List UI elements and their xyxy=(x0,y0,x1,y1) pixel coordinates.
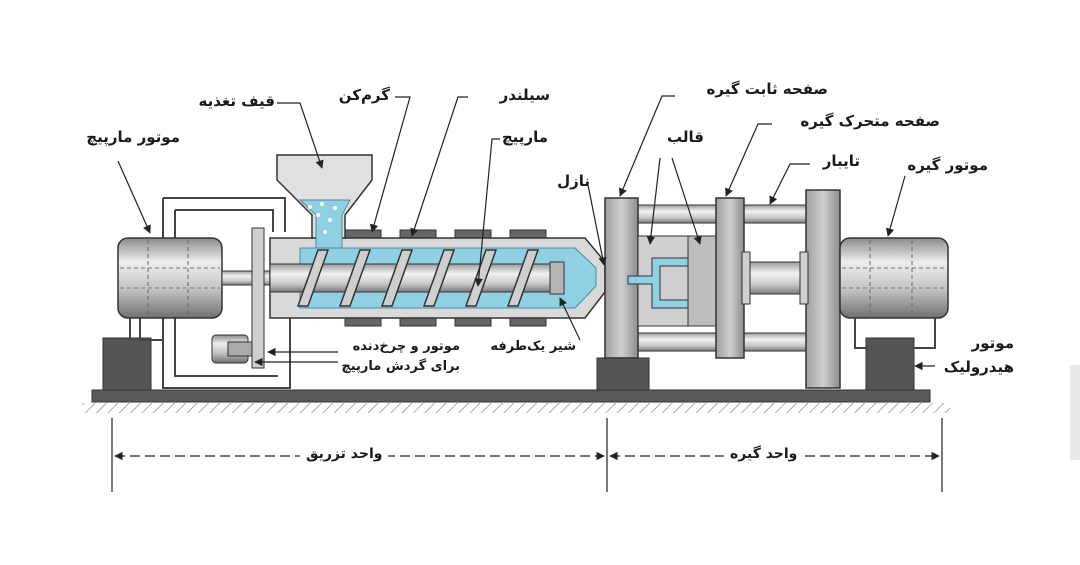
label-gear-motor-2: برای گردش مارپیچ xyxy=(341,359,460,374)
machine-base xyxy=(91,389,931,403)
label-moving-platen: صفحه متحرک گیره xyxy=(800,112,940,130)
label-screw: مارپیچ xyxy=(501,128,548,146)
label-cylinder: سیلندر xyxy=(499,86,550,104)
scrollbar[interactable] xyxy=(1070,365,1080,460)
mold-cavity xyxy=(627,257,689,309)
moving-platen xyxy=(715,197,745,359)
gear-wheel xyxy=(251,227,265,369)
label-clamping-unit: واحد گیره xyxy=(724,446,804,462)
label-gear-motor-1: موتور و چرخ‌دنده xyxy=(352,339,460,354)
label-heater: گرم‌کن xyxy=(338,86,390,104)
label-screw-motor: موتور مارپیچ xyxy=(86,128,180,146)
label-hopper: قیف تغذیه xyxy=(198,92,275,110)
platen-foot xyxy=(596,357,650,391)
label-injection-unit: واحد تزریق xyxy=(300,446,389,462)
left-support-block xyxy=(102,337,152,391)
label-tie-bar: تایبار xyxy=(822,152,860,170)
label-nozzle: نازل xyxy=(557,172,590,190)
clamp-ram xyxy=(743,261,807,295)
dimension-lines xyxy=(111,418,943,492)
label-mold: قالب xyxy=(667,128,704,146)
label-clamp-motor: موتور گیره xyxy=(907,156,988,174)
label-fixed-platen: صفحه ثابت گیره xyxy=(706,80,828,98)
leader-lines xyxy=(117,95,935,371)
ground-hatch xyxy=(82,403,950,413)
hydraulic-motor-block xyxy=(865,337,915,391)
clamp-motor xyxy=(839,237,949,319)
screw-motor xyxy=(117,237,223,319)
hopper xyxy=(276,154,373,239)
heater-band xyxy=(344,229,382,239)
label-check-valve: شیر یک‌طرفه xyxy=(490,339,576,354)
check-valve xyxy=(549,261,565,295)
mold-moving-half xyxy=(687,235,717,327)
label-hydraulic-motor-2: هیدرولیک xyxy=(943,358,1014,376)
rear-platen xyxy=(805,189,841,389)
label-hydraulic-motor-1: موتور xyxy=(971,334,1014,352)
